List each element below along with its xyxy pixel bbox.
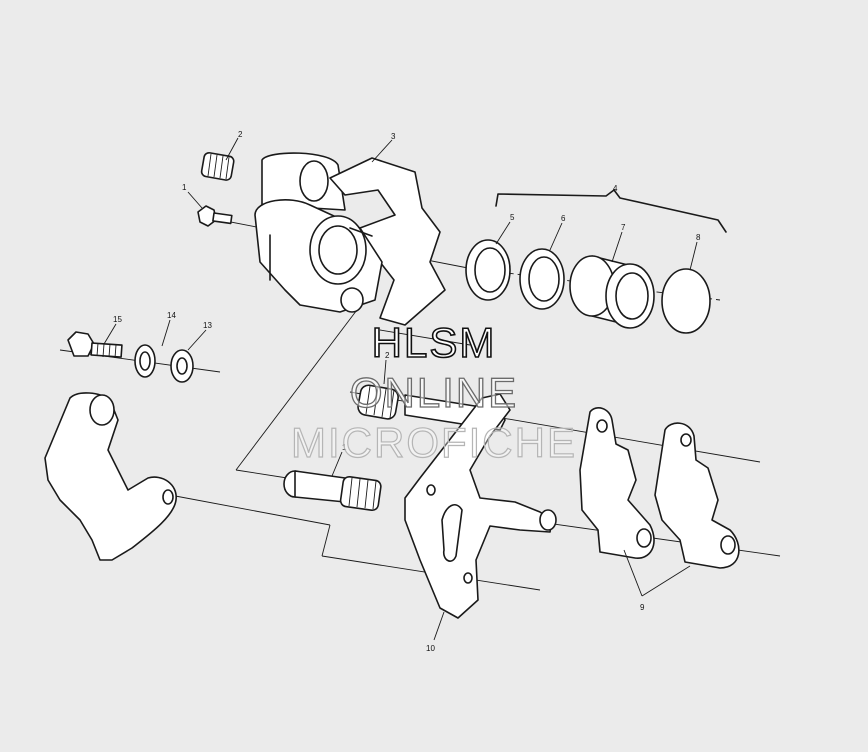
callout-2: 2 [238, 130, 243, 139]
callout-5: 5 [510, 213, 515, 222]
callout-3: 3 [391, 132, 396, 141]
group-bracket-4 [495, 189, 727, 233]
watermark-line-1: HLSM [371, 319, 497, 366]
callout-15: 15 [113, 315, 122, 324]
callout-9: 9 [640, 603, 645, 612]
bleeder-screw [197, 205, 233, 227]
callout-4: 4 [613, 184, 618, 193]
callout-1: 1 [182, 183, 187, 192]
caliper-bracket [404, 393, 557, 619]
watermark-line-2: ONLINE [349, 369, 519, 416]
seal-6 [519, 248, 565, 310]
leader-lines [103, 137, 698, 641]
brake-pad-inner [579, 407, 655, 559]
callout-7: 7 [621, 223, 626, 232]
watermark-line-3: MICROFICHE [290, 419, 577, 466]
callouts: 2 1 3 4 5 6 7 8 15 14 13 2 1 9 10 [113, 130, 701, 653]
caliper-body [254, 152, 446, 326]
piston-7 [569, 255, 655, 329]
washer-14 [134, 344, 156, 378]
mounting-bolt [67, 331, 123, 359]
cap-8 [661, 268, 711, 334]
callout-10: 10 [426, 644, 435, 653]
seal-5 [465, 239, 511, 301]
callout-6: 6 [561, 214, 566, 223]
callout-2b: 2 [385, 351, 390, 360]
knuckle-bracket [44, 392, 177, 561]
callout-8: 8 [696, 233, 701, 242]
washer-13 [170, 349, 194, 383]
callout-14: 14 [167, 311, 176, 320]
brake-pad-outer [654, 422, 740, 569]
slide-pin [283, 470, 382, 512]
callout-1b: 1 [342, 443, 347, 452]
boot-top [200, 151, 235, 181]
callout-13: 13 [203, 321, 212, 330]
